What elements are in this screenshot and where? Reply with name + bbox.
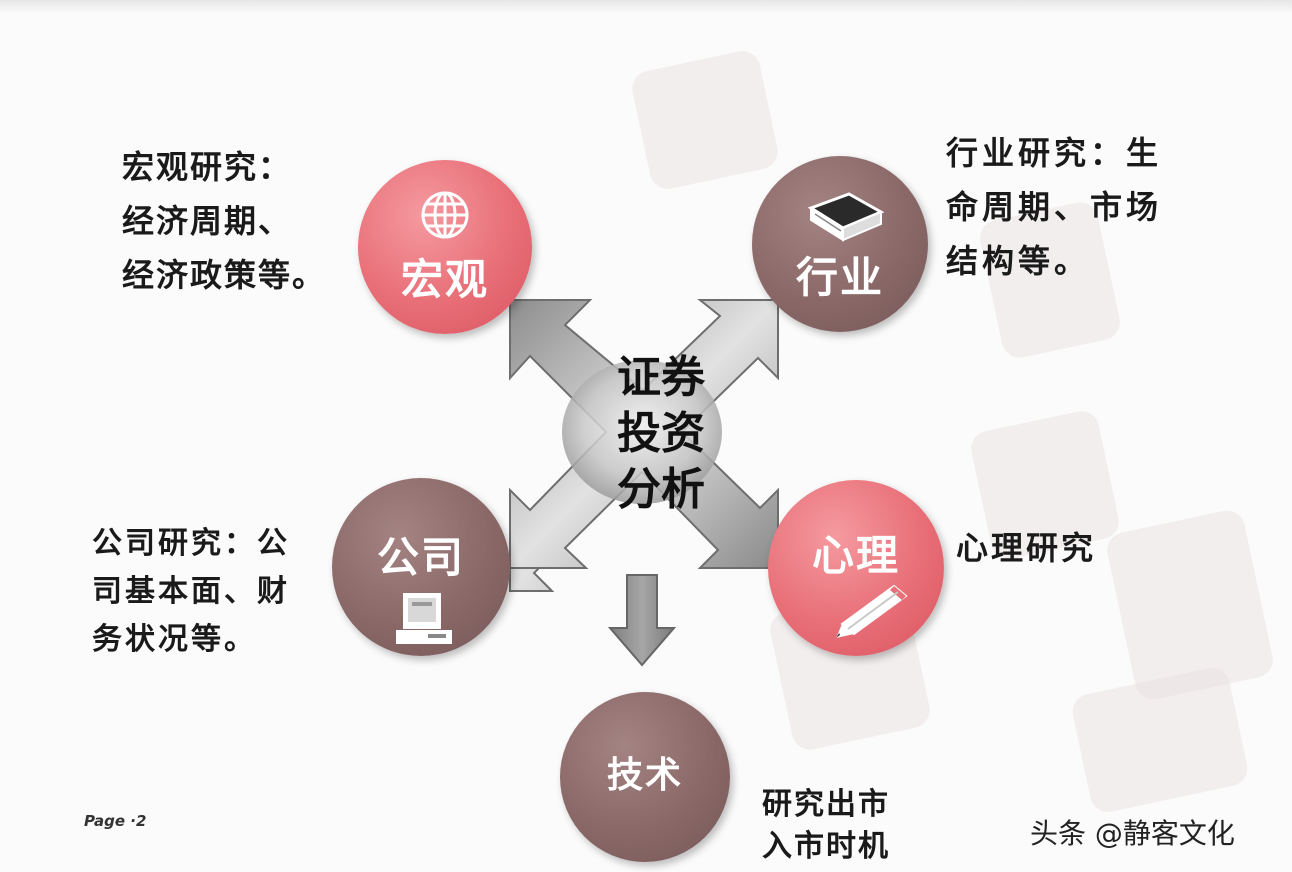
globe-icon [421,191,469,239]
node-technical-description: 研究出市 入市时机 [762,787,890,864]
node-industry-description: 行业研究：生 命周期、市场 结构等。 [946,134,1163,280]
node-industry-label: 行业 [795,253,884,302]
arrow-down [607,574,677,667]
page-number: Page ·2 [84,812,147,830]
node-macro-description: 宏观研究： 经济周期、 经济政策等。 [122,148,327,294]
node-technical-label: 技术 [606,755,683,796]
book-icon [807,192,885,242]
pencil-icon [836,584,908,638]
watermark: 头条 @静客文化 [1030,817,1235,850]
node-industry-circle [752,156,928,332]
node-technical-circle [560,692,730,862]
node-psychology-label: 心理 [811,531,900,580]
node-macro-label: 宏观 [400,255,489,304]
node-company-label: 公司 [376,533,465,582]
top-edge-shadow [0,0,1292,14]
arrow-cross-body [509,299,779,569]
center-label: 证券 投资 分析 [617,352,705,515]
computer-icon [396,593,452,644]
node-company-description: 公司研究：公 司基本面、财 务状况等。 [92,526,290,657]
node-macro-circle [358,160,532,334]
node-psychology-description: 心理研究 [956,529,1097,567]
